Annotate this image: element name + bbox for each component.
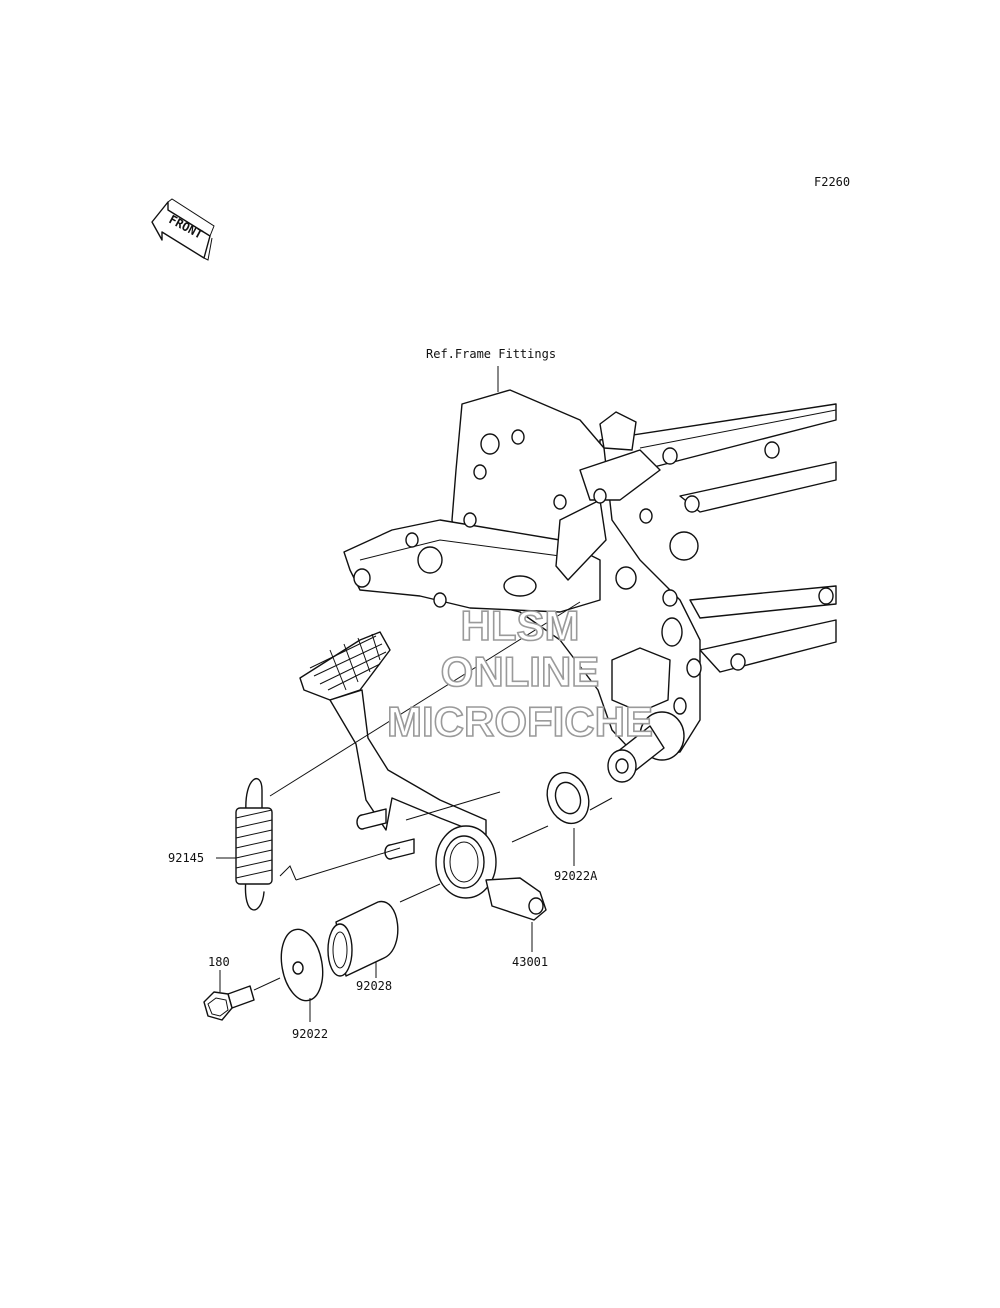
spring-part: 92145 [168,778,297,911]
ref-frame-label: Ref.Frame Fittings [426,347,556,361]
guide-line-zig [295,847,401,881]
part-number-43001: 43001 [512,955,548,969]
guide-line-spring [269,601,581,797]
part-number-92022a: 92022A [554,869,598,883]
brake-pedal-part: 43001 [299,631,548,969]
watermark-line-2: ONLINE [441,648,600,695]
watermark-line-3: MICROFICHE [387,698,653,745]
guide-line-shaft [589,797,613,811]
bolt-part: 180 [203,955,255,1021]
figure-code: F2260 [814,175,850,189]
part-number-92022: 92022 [292,1027,328,1041]
footpad-grid [309,633,387,691]
pivot-shaft [607,711,685,783]
part-number-180: 180 [208,955,230,969]
part-number-92028: 92028 [356,979,392,993]
guide-line-washer-a [511,825,549,843]
watermark: HLSM ONLINE MICROFICHE [386,601,654,746]
washer-part: 92022 [280,928,328,1041]
guide-line-bolt [253,977,281,991]
guide-line-pin [405,791,501,821]
part-number-92145: 92145 [168,851,204,865]
collar-part: 92028 [327,901,399,993]
washer-a-part: 92022A [546,771,598,883]
frame-fitting [343,389,837,783]
watermark-line-1: HLSM [461,602,580,649]
guide-line-collar [399,883,441,903]
front-arrow-icon: FRONT [151,198,215,261]
